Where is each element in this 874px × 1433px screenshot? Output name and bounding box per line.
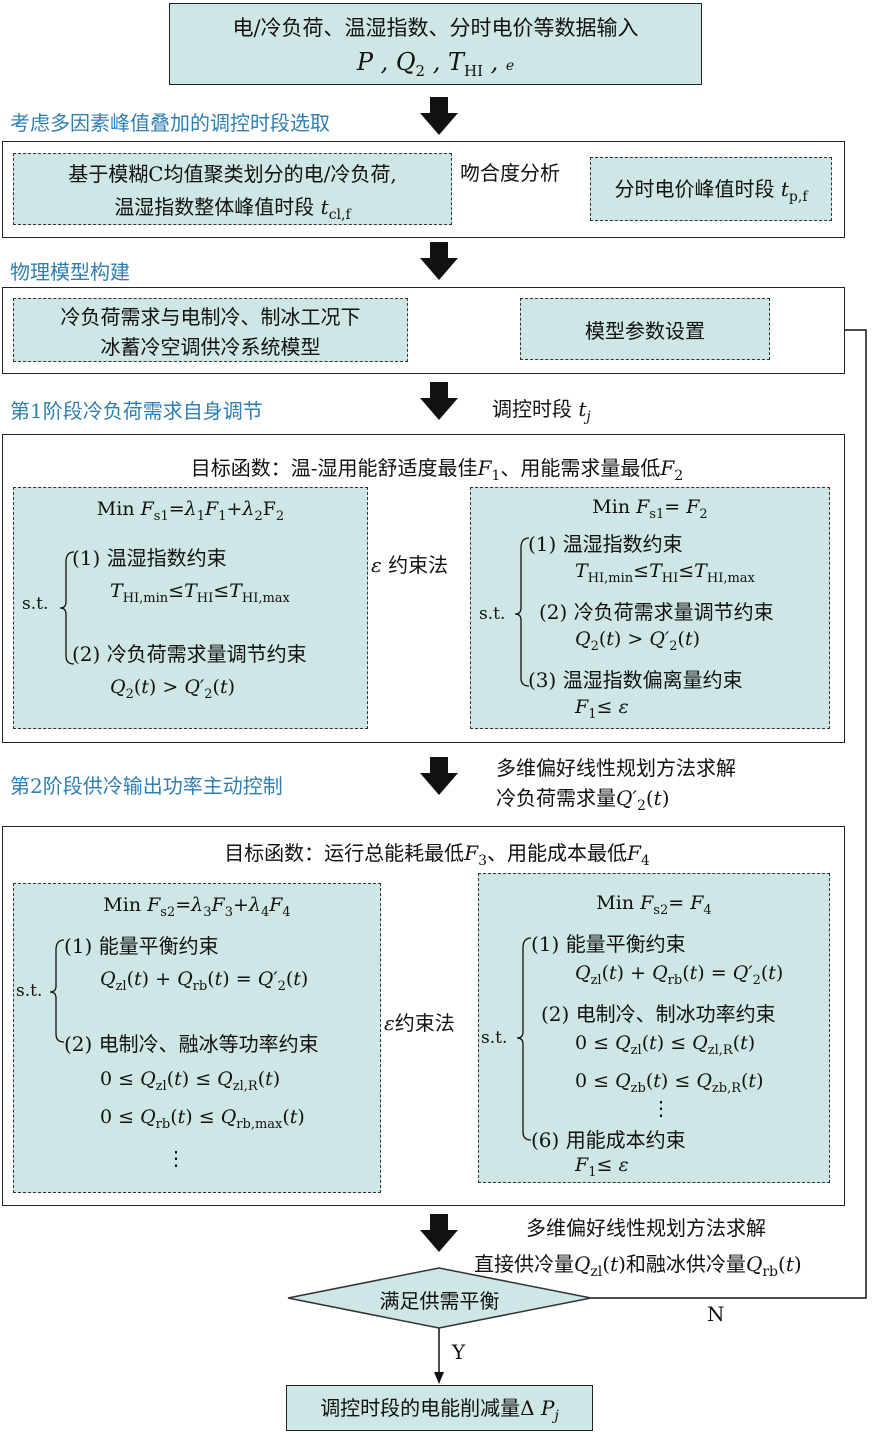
stage2-solve-line2: 直接供冷量Qzl(t)和融冰供冷量Qrb(t) xyxy=(474,1252,802,1280)
input-box: 电/冷负荷、温湿指数、分时电价等数据输入 P , Q2 , THI , e xyxy=(169,3,702,85)
input-line1: 电/冷负荷、温湿指数、分时电价等数据输入 xyxy=(232,16,639,40)
stage2-left-c2-eq2: 0 ≤ Qrb(t) ≤ Qrb,max(t) xyxy=(100,1106,305,1132)
stage1-left-c2: (2) 冷负荷需求量调节约束 xyxy=(72,642,307,666)
stage2-right-st: s.t. xyxy=(481,1028,508,1048)
stage1-left-c2-eq: Q2(t) > Q′2(t) xyxy=(110,676,235,702)
stage2-right-c2-eq1: 0 ≤ Qzl(t) ≤ Qzl,R(t) xyxy=(575,1032,756,1058)
stage2-left-c1: (1) 能量平衡约束 xyxy=(64,934,219,958)
stage1-left-st: s.t. xyxy=(22,594,49,614)
stage1-side-note: 调控时段 tj xyxy=(492,397,591,425)
section2-right-box: 模型参数设置 xyxy=(520,298,770,360)
down-arrow-4 xyxy=(420,757,458,795)
input-variables: P , Q2 , THI , e xyxy=(356,48,515,80)
stage2-right-box: Min Fs2= F4 s.t. (1) 能量平衡约束 Qzl(t) + Qrb… xyxy=(478,873,830,1183)
section1-right-label: 分时电价峰值时段 tp,f xyxy=(614,177,808,205)
stage2-left-c2: (2) 电制冷、融冰等功率约束 xyxy=(64,1032,319,1056)
stage2-right-dots: ⋮ xyxy=(651,1096,671,1120)
stage1-objective: 目标函数：温-湿用能舒适度最佳F1、用能需求量最低F2 xyxy=(190,456,684,484)
section2-left-box: 冷负荷需求与电制冷、制冰工况下 冰蓄冷空调供冷系统模型 xyxy=(13,298,408,362)
stage2-objective: 目标函数：运行总能耗最低F3、用能成本最低F4 xyxy=(224,841,650,869)
stage2-right-formula: Min Fs2= F4 xyxy=(596,892,712,918)
stage1-right-c3-eq: F1≤ ε xyxy=(575,696,629,722)
stage2-left-box: Min Fs2=λ3F3+λ4F4 s.t. (1) 能量平衡约束 Qzl(t)… xyxy=(13,883,381,1193)
decision-label: 满足供需平衡 xyxy=(379,1289,500,1313)
stage2-left-c1-eq: Qzl(t) + Qrb(t) = Q′2(t) xyxy=(100,968,309,994)
stage2-right-c1: (1) 能量平衡约束 xyxy=(531,932,686,956)
stage1-arrow-label: ε 约束法 xyxy=(371,553,449,577)
down-arrow-1 xyxy=(420,97,458,135)
stage1-left-box: Min Fs1=λ1F1+λ2F2 s.t. (1) 温湿指数约束 THI,mi… xyxy=(13,487,368,729)
decision-no: N xyxy=(707,1302,725,1326)
stage1-right-c3: (3) 温湿指数偏离量约束 xyxy=(528,668,743,692)
stage2-right-c6: (6) 用能成本约束 xyxy=(531,1128,686,1152)
section1-title: 考虑多因素峰值叠加的调控时段选取 xyxy=(10,111,330,135)
stage2-left-formula: Min Fs2=λ3F3+λ4F4 xyxy=(103,894,291,920)
stage2-left-c2-eq1: 0 ≤ Qzl(t) ≤ Qzl,R(t) xyxy=(100,1068,281,1094)
output-label: 调控时段的电能削减量Δ Pj xyxy=(320,1396,559,1424)
stage1-left-c1: (1) 温湿指数约束 xyxy=(72,546,227,570)
stage1-left-formula: Min Fs1=λ1F1+λ2F2 xyxy=(96,498,285,524)
section2-right-label: 模型参数设置 xyxy=(585,318,705,343)
down-arrow-5 xyxy=(420,1214,458,1252)
stage2-right-c1-eq: Qzl(t) + Qrb(t) = Q′2(t) xyxy=(575,962,784,988)
stage2-title: 第2阶段供冷输出功率主动控制 xyxy=(10,774,283,798)
stage1-solve-line2: 冷负荷需求量Q′2(t) xyxy=(496,786,670,814)
stage1-right-formula: Min Fs1= F2 xyxy=(592,496,708,522)
section1-left-box: 基于模糊C均值聚类划分的电/冷负荷, 温湿指数整体峰值时段 tcl,f xyxy=(13,153,452,225)
stage1-right-c1: (1) 温湿指数约束 xyxy=(528,532,683,556)
stage1-right-c2-eq: Q2(t) > Q′2(t) xyxy=(575,628,700,654)
stage2-right-brace xyxy=(516,937,532,1141)
section2-title: 物理模型构建 xyxy=(10,260,130,284)
stage1-solve-line1: 多维偏好线性规划方法求解 xyxy=(496,756,736,780)
stage1-left-c1-eq: THI,min≤THI≤THI,max xyxy=(110,580,290,606)
section1-left-line1: 基于模糊C均值聚类划分的电/冷负荷, xyxy=(68,162,397,186)
stage1-right-c2: (2) 冷负荷需求量调节约束 xyxy=(539,600,774,624)
section2-left-line2: 冰蓄冷空调供冷系统模型 xyxy=(100,335,321,359)
stage2-right-c2: (2) 电制冷、制冰功率约束 xyxy=(541,1002,776,1026)
down-arrow-2 xyxy=(420,242,458,280)
stage1-right-brace xyxy=(514,537,530,687)
section1-middle: 吻合度分析 xyxy=(460,161,560,185)
section1-left-line2: 温湿指数整体峰值时段 tcl,f xyxy=(114,195,351,223)
stage2-left-brace xyxy=(49,939,65,1043)
stage1-title: 第1阶段冷负荷需求自身调节 xyxy=(10,399,263,423)
stage1-right-st: s.t. xyxy=(479,604,506,624)
down-arrow-3 xyxy=(420,382,458,420)
output-box: 调控时段的电能削减量Δ Pj xyxy=(286,1385,593,1431)
section2-left-line1: 冷负荷需求与电制冷、制冰工况下 xyxy=(60,305,361,329)
stage2-solve-line1: 多维偏好线性规划方法求解 xyxy=(526,1216,766,1240)
stage2-left-dots: ⋮ xyxy=(166,1146,186,1170)
stage1-right-box: Min Fs1= F2 s.t. (1) 温湿指数约束 THI,min≤THI≤… xyxy=(470,487,830,729)
section1-right-box: 分时电价峰值时段 tp,f xyxy=(590,157,832,221)
stage1-right-c1-eq: THI,min≤THI≤THI,max xyxy=(575,560,755,586)
stage2-arrow-label: ε约束法 xyxy=(384,1011,455,1035)
flow-arrows xyxy=(420,97,458,1252)
stage2-right-c2-eq2: 0 ≤ Qzb(t) ≤ Qzb,R(t) xyxy=(575,1070,764,1096)
decision-yes: Y xyxy=(452,1340,466,1364)
stage2-right-c6-eq: F1≤ ε xyxy=(575,1154,629,1180)
stage1-left-brace xyxy=(59,551,75,665)
stage2-left-st: s.t. xyxy=(16,981,43,1001)
